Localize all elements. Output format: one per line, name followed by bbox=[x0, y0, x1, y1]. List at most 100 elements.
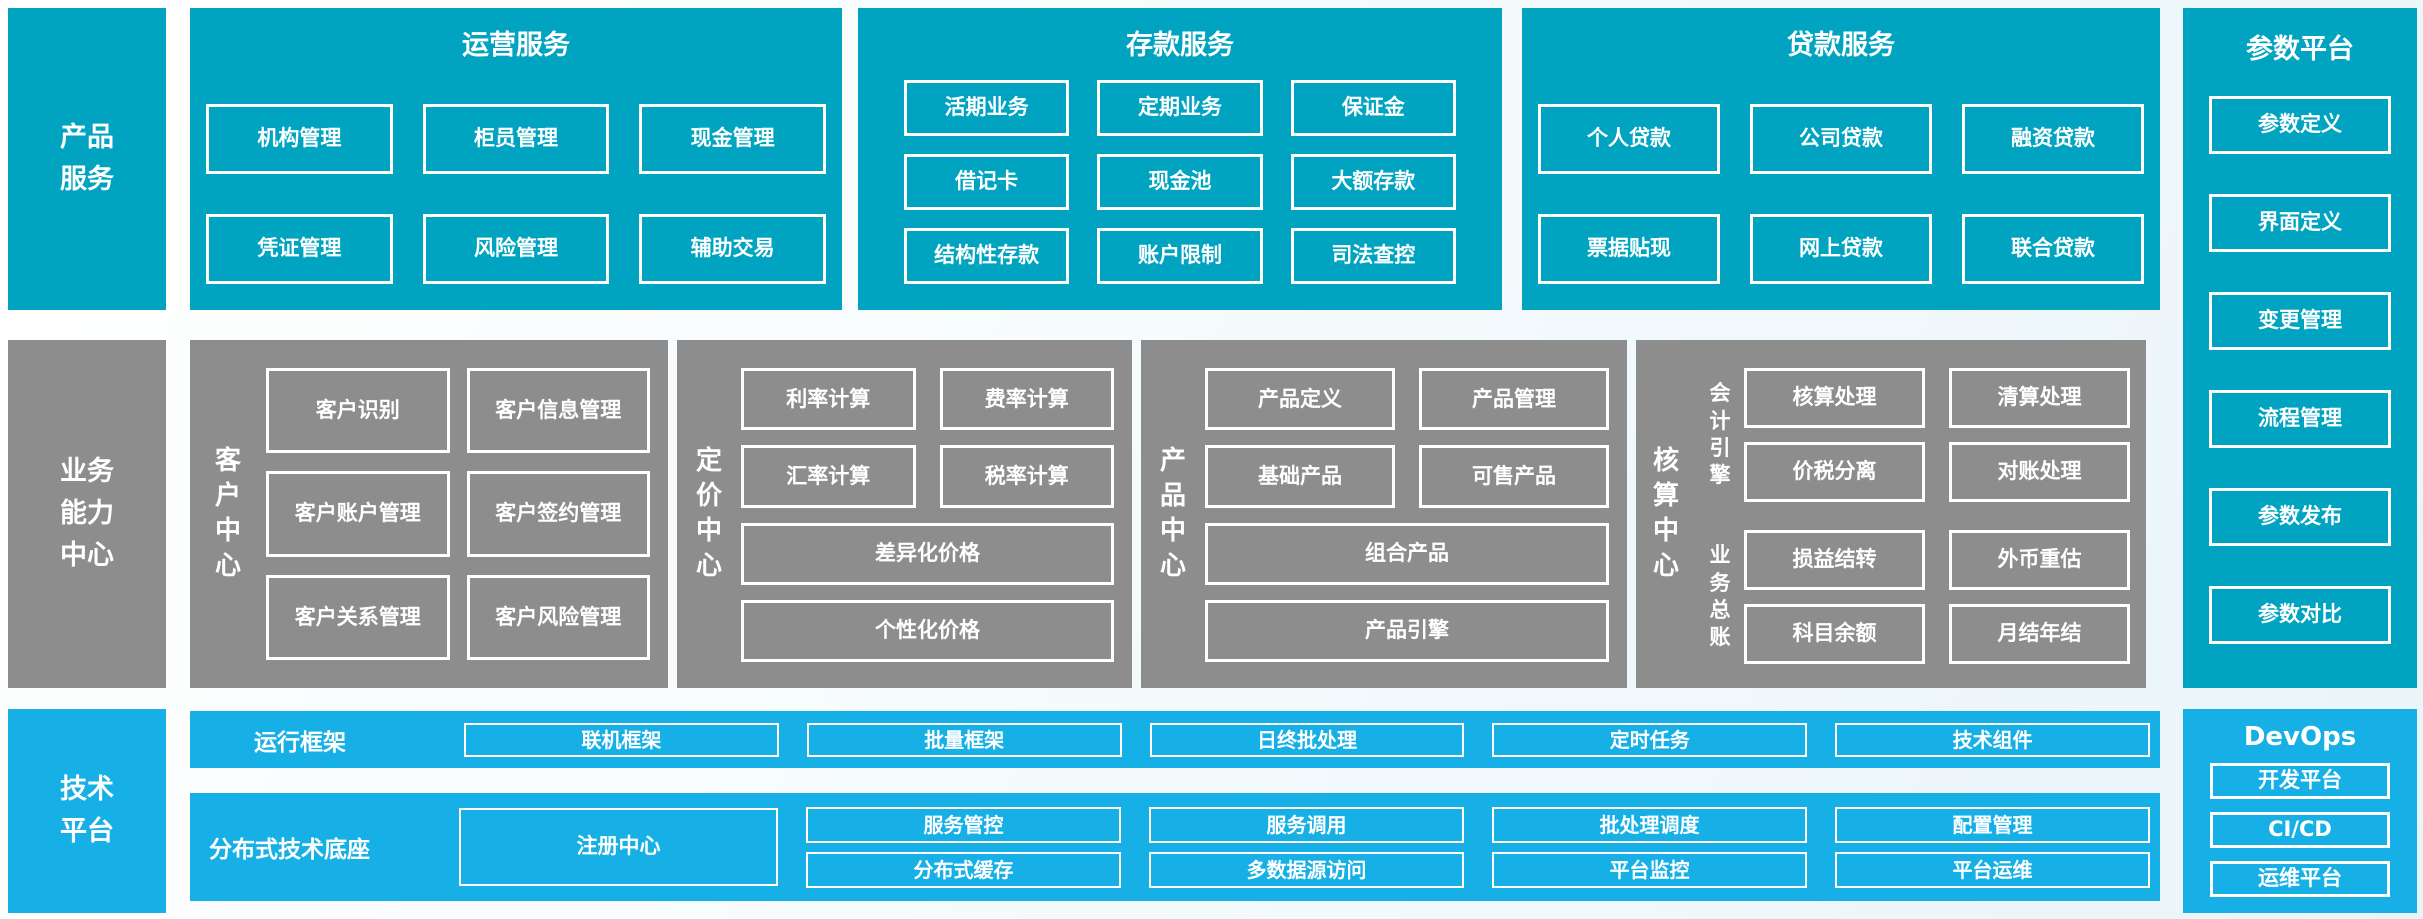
bar-distributed-base: 分布式技术底座 注册中心 服务管控 分布式缓存 服务调用 多数据源访问 批处理调… bbox=[190, 793, 2160, 901]
capability-box: 客户关系管理 bbox=[266, 574, 450, 660]
service-box: 参数对比 bbox=[2209, 586, 2391, 644]
service-box: 参数定义 bbox=[2209, 96, 2391, 154]
panel-loan-services: 贷款服务 个人贷款 公司贷款 融资贷款 票据贴现 网上贷款 联合贷款 bbox=[1522, 8, 2160, 310]
capability-box: 客户账户管理 bbox=[266, 471, 450, 557]
panel-vertical-label: 定 价 中 心 bbox=[695, 445, 722, 582]
accounting-engine-group: 会 计 引 擎 核算处理 清算处理 价税分离 对账处理 bbox=[1696, 368, 2130, 502]
rail-tech-platform-label: 技术 平台 bbox=[60, 774, 114, 847]
tech-box: 日终批处理 bbox=[1149, 722, 1465, 757]
customer-center-layout: 客 户 中 心 客户识别 客户信息管理 客户账户管理 客户签约管理 客户关系管理… bbox=[190, 340, 668, 688]
panel-title: 参数平台 bbox=[2246, 34, 2354, 65]
distributed-column: 批处理调度 平台监控 bbox=[1492, 806, 1807, 888]
tech-box-registry: 注册中心 bbox=[459, 808, 778, 886]
distributed-column: 服务管控 分布式缓存 bbox=[806, 806, 1121, 888]
business-ledger-group: 业 务 总 账 损益结转 外币重估 科目余额 月结年结 bbox=[1696, 530, 2130, 664]
panel-deposit-services: 存款服务 活期业务 定期业务 保证金 借记卡 现金池 大额存款 结构性存款 账户… bbox=[858, 8, 1502, 310]
rail-product-services-label: 产品 服务 bbox=[60, 122, 114, 195]
distributed-columns: 服务管控 分布式缓存 服务调用 多数据源访问 批处理调度 平台监控 配置管理 平… bbox=[806, 806, 2150, 888]
bar-runtime-framework: 运行框架 联机框架 批量框架 日终批处理 定时任务 技术组件 bbox=[190, 711, 2160, 768]
tech-box: 多数据源访问 bbox=[1149, 851, 1464, 888]
capability-box: 汇率计算 bbox=[741, 445, 916, 508]
service-box: 辅助交易 bbox=[639, 214, 826, 284]
service-box: 大额存款 bbox=[1290, 154, 1456, 210]
tech-box: 技术组件 bbox=[1835, 722, 2150, 757]
service-box: 公司贷款 bbox=[1750, 104, 1932, 174]
tech-box: 配置管理 bbox=[1835, 806, 2150, 843]
devops-list: 开发平台 CI/CD 运维平台 bbox=[2210, 763, 2390, 897]
panel-title: 贷款服务 bbox=[1787, 30, 1895, 61]
panel-devops: DevOps 开发平台 CI/CD 运维平台 bbox=[2183, 709, 2417, 913]
panel-operations-services: 运营服务 机构管理 柜员管理 现金管理 凭证管理 风险管理 辅助交易 bbox=[190, 8, 842, 310]
tech-box: 服务管控 bbox=[806, 806, 1121, 843]
deposit-grid: 活期业务 定期业务 保证金 借记卡 现金池 大额存款 结构性存款 账户限制 司法… bbox=[904, 80, 1456, 284]
bar-label: 运行框架 bbox=[254, 729, 346, 756]
panel-parameter-platform: 参数平台 参数定义 界面定义 变更管理 流程管理 参数发布 参数对比 bbox=[2183, 8, 2417, 688]
panel-accounting-center: 核 算 中 心 会 计 引 擎 核算处理 清算处理 价税分离 对账处理 业 务 … bbox=[1636, 340, 2146, 688]
capability-box: 客户风险管理 bbox=[466, 574, 650, 660]
business-ledger-grid: 损益结转 外币重估 科目余额 月结年结 bbox=[1744, 530, 2130, 664]
service-box: 结构性存款 bbox=[904, 228, 1070, 284]
pricing-grid: 利率计算 费率计算 汇率计算 税率计算 差异化价格 个性化价格 bbox=[741, 368, 1114, 662]
service-box: 参数发布 bbox=[2209, 488, 2391, 546]
rail-tech-platform: 技术 平台 bbox=[8, 709, 166, 913]
panel-vertical-label: 客 户 中 心 bbox=[214, 445, 241, 582]
service-box: 现金池 bbox=[1097, 154, 1263, 210]
runtime-items: 联机框架 批量框架 日终批处理 定时任务 技术组件 bbox=[464, 722, 2150, 757]
capability-box: 价税分离 bbox=[1744, 442, 1925, 502]
capability-box: 损益结转 bbox=[1744, 530, 1925, 590]
service-box: 活期业务 bbox=[904, 80, 1070, 136]
operations-grid: 机构管理 柜员管理 现金管理 凭证管理 风险管理 辅助交易 bbox=[206, 104, 826, 284]
service-box: 变更管理 bbox=[2209, 292, 2391, 350]
service-box: 票据贴现 bbox=[1538, 214, 1720, 284]
accounting-engine-grid: 核算处理 清算处理 价税分离 对账处理 bbox=[1744, 368, 2130, 502]
capability-box: 税率计算 bbox=[939, 445, 1114, 508]
capability-box: 清算处理 bbox=[1949, 368, 2130, 428]
capability-box: 客户识别 bbox=[266, 368, 450, 454]
service-box: 账户限制 bbox=[1097, 228, 1263, 284]
panel-vertical-label: 产 品 中 心 bbox=[1159, 445, 1186, 582]
service-box: 融资贷款 bbox=[1962, 104, 2144, 174]
loan-grid: 个人贷款 公司贷款 融资贷款 票据贴现 网上贷款 联合贷款 bbox=[1538, 104, 2144, 284]
panel-customer-center: 客 户 中 心 客户识别 客户信息管理 客户账户管理 客户签约管理 客户关系管理… bbox=[190, 340, 668, 688]
rail-product-services: 产品 服务 bbox=[8, 8, 166, 310]
service-box: 借记卡 bbox=[904, 154, 1070, 210]
distributed-column: 配置管理 平台运维 bbox=[1835, 806, 2150, 888]
capability-box: 产品管理 bbox=[1419, 368, 1609, 431]
service-box: 个人贷款 bbox=[1538, 104, 1720, 174]
panel-title: 运营服务 bbox=[462, 30, 570, 61]
service-box: 机构管理 bbox=[206, 104, 393, 174]
tech-box: 平台运维 bbox=[1835, 851, 2150, 888]
panel-vertical-label: 核 算 中 心 bbox=[1652, 445, 1679, 582]
parameter-list: 参数定义 界面定义 变更管理 流程管理 参数发布 参数对比 bbox=[2209, 96, 2391, 644]
service-box: 定期业务 bbox=[1097, 80, 1263, 136]
panel-pricing-center: 定 价 中 心 利率计算 费率计算 汇率计算 税率计算 差异化价格 个性化价格 bbox=[677, 340, 1132, 688]
rail-business-capability-label: 业务 能力 中心 bbox=[60, 456, 114, 571]
tech-box: 平台监控 bbox=[1492, 851, 1807, 888]
tech-box: 批量框架 bbox=[806, 722, 1122, 757]
capability-box-wide: 组合产品 bbox=[1205, 522, 1609, 585]
capability-box: 客户信息管理 bbox=[466, 368, 650, 454]
service-box: 凭证管理 bbox=[206, 214, 393, 284]
capability-box-wide: 个性化价格 bbox=[741, 599, 1114, 662]
service-box: 保证金 bbox=[1290, 80, 1456, 136]
capability-box: 利率计算 bbox=[741, 368, 916, 431]
capability-box: 费率计算 bbox=[939, 368, 1114, 431]
tech-box: CI/CD bbox=[2210, 812, 2390, 848]
capability-box: 客户签约管理 bbox=[466, 471, 650, 557]
rail-business-capability-center: 业务 能力 中心 bbox=[8, 340, 166, 688]
tech-box: 分布式缓存 bbox=[806, 851, 1121, 888]
product-center-layout: 产 品 中 心 产品定义 产品管理 基础产品 可售产品 组合产品 产品引擎 bbox=[1141, 340, 1627, 688]
bar-label: 分布式技术底座 bbox=[209, 837, 370, 863]
accounting-groups: 会 计 引 擎 核算处理 清算处理 价税分离 对账处理 业 务 总 账 损益结转… bbox=[1696, 368, 2130, 664]
service-box: 联合贷款 bbox=[1962, 214, 2144, 284]
product-grid: 产品定义 产品管理 基础产品 可售产品 组合产品 产品引擎 bbox=[1205, 368, 1609, 662]
service-box: 柜员管理 bbox=[422, 104, 610, 174]
tech-box: 运维平台 bbox=[2210, 861, 2390, 897]
distributed-column: 服务调用 多数据源访问 bbox=[1149, 806, 1464, 888]
customer-grid: 客户识别 客户信息管理 客户账户管理 客户签约管理 客户关系管理 客户风险管理 bbox=[266, 368, 650, 660]
service-box: 现金管理 bbox=[639, 104, 826, 174]
capability-box-wide: 产品引擎 bbox=[1205, 599, 1609, 662]
panel-title: DevOps bbox=[2243, 722, 2357, 752]
tech-box: 批处理调度 bbox=[1492, 806, 1807, 843]
capability-box: 对账处理 bbox=[1949, 442, 2130, 502]
